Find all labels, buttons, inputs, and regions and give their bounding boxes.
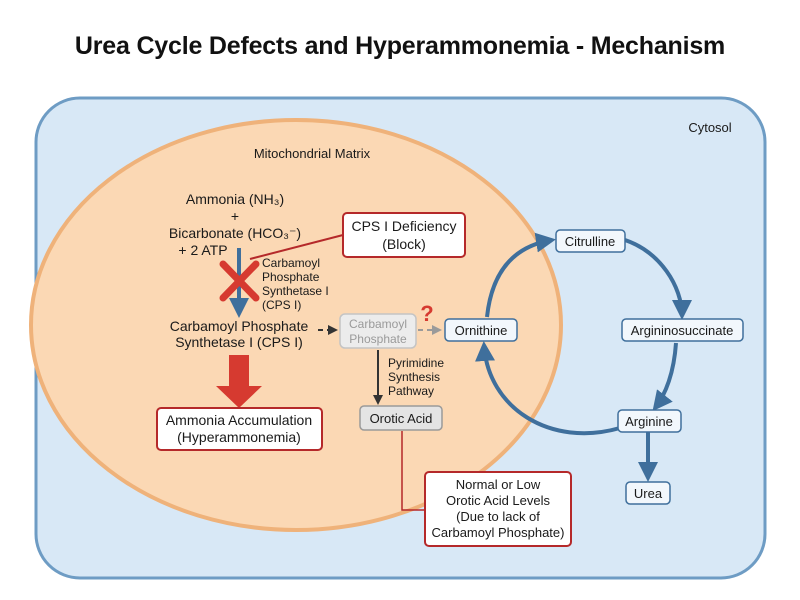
orotic-note-3: (Due to lack of: [456, 509, 540, 524]
diagram-title: Urea Cycle Defects and Hyperammonemia - …: [74, 32, 726, 60]
cycle-arc-arginine-ornithine: [475, 341, 621, 436]
pyrimidine-label-3: Pathway: [388, 384, 434, 398]
ammonia-accumulation-title: Ammonia Accumulation: [166, 412, 312, 428]
ornithine-label: Ornithine: [455, 323, 508, 338]
carbamoyl-phosphate-2: Phosphate: [349, 332, 407, 346]
cytosol-label: Cytosol: [688, 120, 731, 135]
cps-deficiency-block: (Block): [382, 236, 426, 252]
argininosuccinate-label: Argininosuccinate: [631, 323, 734, 338]
enzyme-label-2: Phosphate: [262, 270, 320, 284]
orotic-note-box: [424, 471, 572, 547]
arginine-label: Arginine: [625, 414, 673, 429]
product-label-1: Carbamoyl Phosphate: [170, 318, 309, 334]
orotic-note-1: Normal or Low: [456, 477, 541, 492]
enzyme-label-1: Carbamoyl: [262, 256, 320, 270]
orotic-note-2: Orotic Acid Levels: [446, 493, 551, 508]
cps-deficiency-box: [342, 212, 466, 258]
product-label-2: Synthetase I (CPS I): [175, 334, 303, 350]
ornithine-box: [444, 318, 518, 342]
question-mark-icon: ?: [420, 301, 433, 326]
argininosuccinate-box: [621, 318, 744, 342]
citrulline-label: Citrulline: [565, 234, 616, 249]
cycle-arc-citrulline-argininosuccinate: [624, 238, 692, 320]
orotic-note-connector: [401, 431, 425, 511]
carbamoyl-phosphate-box: [339, 313, 417, 349]
cycle-arc-ornithine-citrulline: [485, 232, 556, 318]
pyrimidine-label-1: Pyrimidine: [388, 356, 444, 370]
substrate-ammonia: Ammonia (NH₃): [186, 191, 284, 207]
citrulline-box: [555, 229, 626, 253]
ammonia-accumulation-arrow: [216, 355, 262, 408]
arginine-box: [617, 409, 682, 433]
orotic-acid-box: [359, 405, 443, 431]
cps-deficiency-title: CPS I Deficiency: [351, 218, 456, 234]
substrate-plus: +: [231, 208, 239, 224]
urea-cycle-arrows: [475, 232, 692, 482]
pyrimidine-label-2: Synthesis: [388, 370, 440, 384]
carbamoyl-phosphate-1: Carbamoyl: [349, 317, 407, 331]
urea-label: Urea: [634, 486, 663, 501]
urea-box: [625, 481, 671, 505]
ammonia-accumulation-box: [156, 407, 323, 451]
ammonia-accumulation-sub: (Hyperammonemia): [177, 429, 301, 445]
orotic-acid-label: Orotic Acid: [370, 411, 433, 426]
enzyme-label-4: (CPS I): [262, 298, 301, 312]
substrate-bicarbonate: Bicarbonate (HCO₃⁻): [169, 225, 301, 241]
orotic-note-4: Carbamoyl Phosphate): [432, 525, 565, 540]
deficiency-connector: [249, 234, 344, 260]
matrix-label: Mitochondrial Matrix: [254, 146, 371, 161]
block-x-icon: [219, 260, 260, 302]
cycle-arc-argininosuccinate-arginine: [652, 342, 678, 412]
enzyme-label-3: Synthetase I: [262, 284, 329, 298]
substrate-atp: + 2 ATP: [178, 242, 227, 258]
